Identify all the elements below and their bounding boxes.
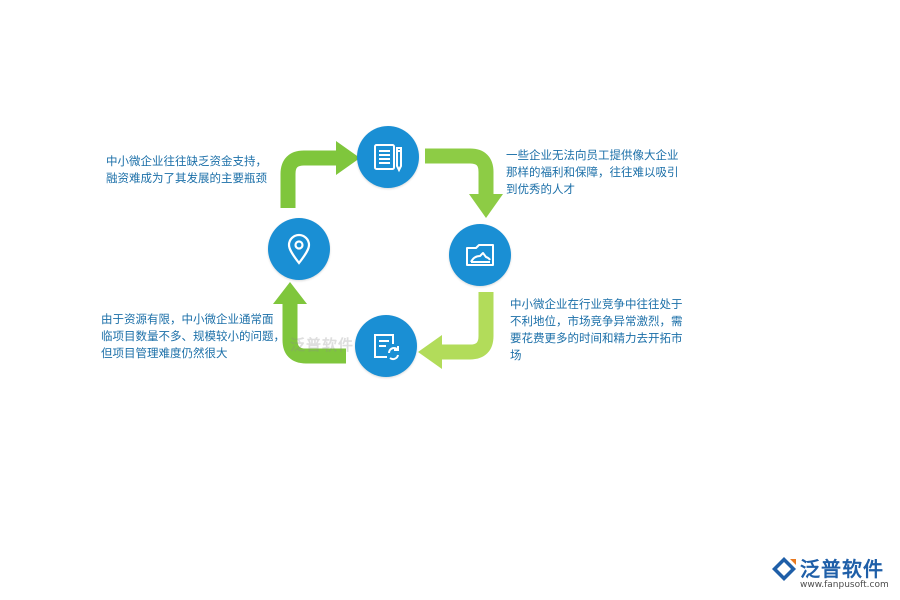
brand-logo: 泛普软件 www.fanpusoft.com (770, 553, 892, 593)
arrow-refresh-to-pin (273, 282, 346, 364)
arrow-pin-to-document (280, 141, 360, 208)
node-document (357, 126, 419, 188)
document-refresh-icon (374, 334, 399, 361)
text-line: 那样的福利和保障，往往难以吸引 (506, 165, 679, 179)
logo-url: www.fanpusoft.com (800, 580, 889, 590)
node-location (268, 218, 330, 280)
text-line: 到优秀的人才 (506, 182, 575, 196)
node-folder (449, 224, 511, 286)
text-document: 一些企业无法向员工提供像大企业 那样的福利和保障，往往难以吸引 到优秀的人才 (506, 147, 679, 198)
text-line: 不利地位，市场竞争异常激烈，需 (510, 314, 683, 328)
location-pin-icon (287, 233, 311, 265)
text-location: 中小微企业往往缺乏资金支持， 融资难成为了其发展的主要瓶颈 (106, 153, 267, 187)
logo-mark-icon (772, 557, 796, 581)
text-line: 融资难成为了其发展的主要瓶颈 (106, 171, 267, 185)
text-folder: 中小微企业在行业竞争中往往处于 不利地位，市场竞争异常激烈，需 要花费更多的时间… (510, 296, 683, 364)
text-line: 场 (510, 348, 522, 362)
text-line: 中小微企业往往缺乏资金支持， (106, 154, 267, 168)
text-line: 一些企业无法向员工提供像大企业 (506, 148, 679, 162)
node-refresh (355, 315, 417, 377)
arrow-document-to-folder (425, 148, 503, 218)
text-refresh: 由于资源有限，中小微企业通常面 临项目数量不多、规模较小的问题， 但项目管理难度… (101, 311, 285, 362)
folder-icon (466, 244, 494, 266)
text-line: 但项目管理难度仍然很大 (101, 346, 228, 360)
text-line: 由于资源有限，中小微企业通常面 (101, 312, 274, 326)
arrow-folder-to-refresh (418, 292, 494, 369)
text-line: 中小微企业在行业竞争中往往处于 (510, 297, 683, 311)
text-line: 要花费更多的时间和精力去开拓市 (510, 331, 683, 345)
text-line: 临项目数量不多、规模较小的问题， (101, 329, 285, 343)
logo-name: 泛普软件 (800, 557, 884, 581)
document-pencil-icon (374, 144, 402, 173)
watermark: 泛普软件 (290, 336, 355, 354)
